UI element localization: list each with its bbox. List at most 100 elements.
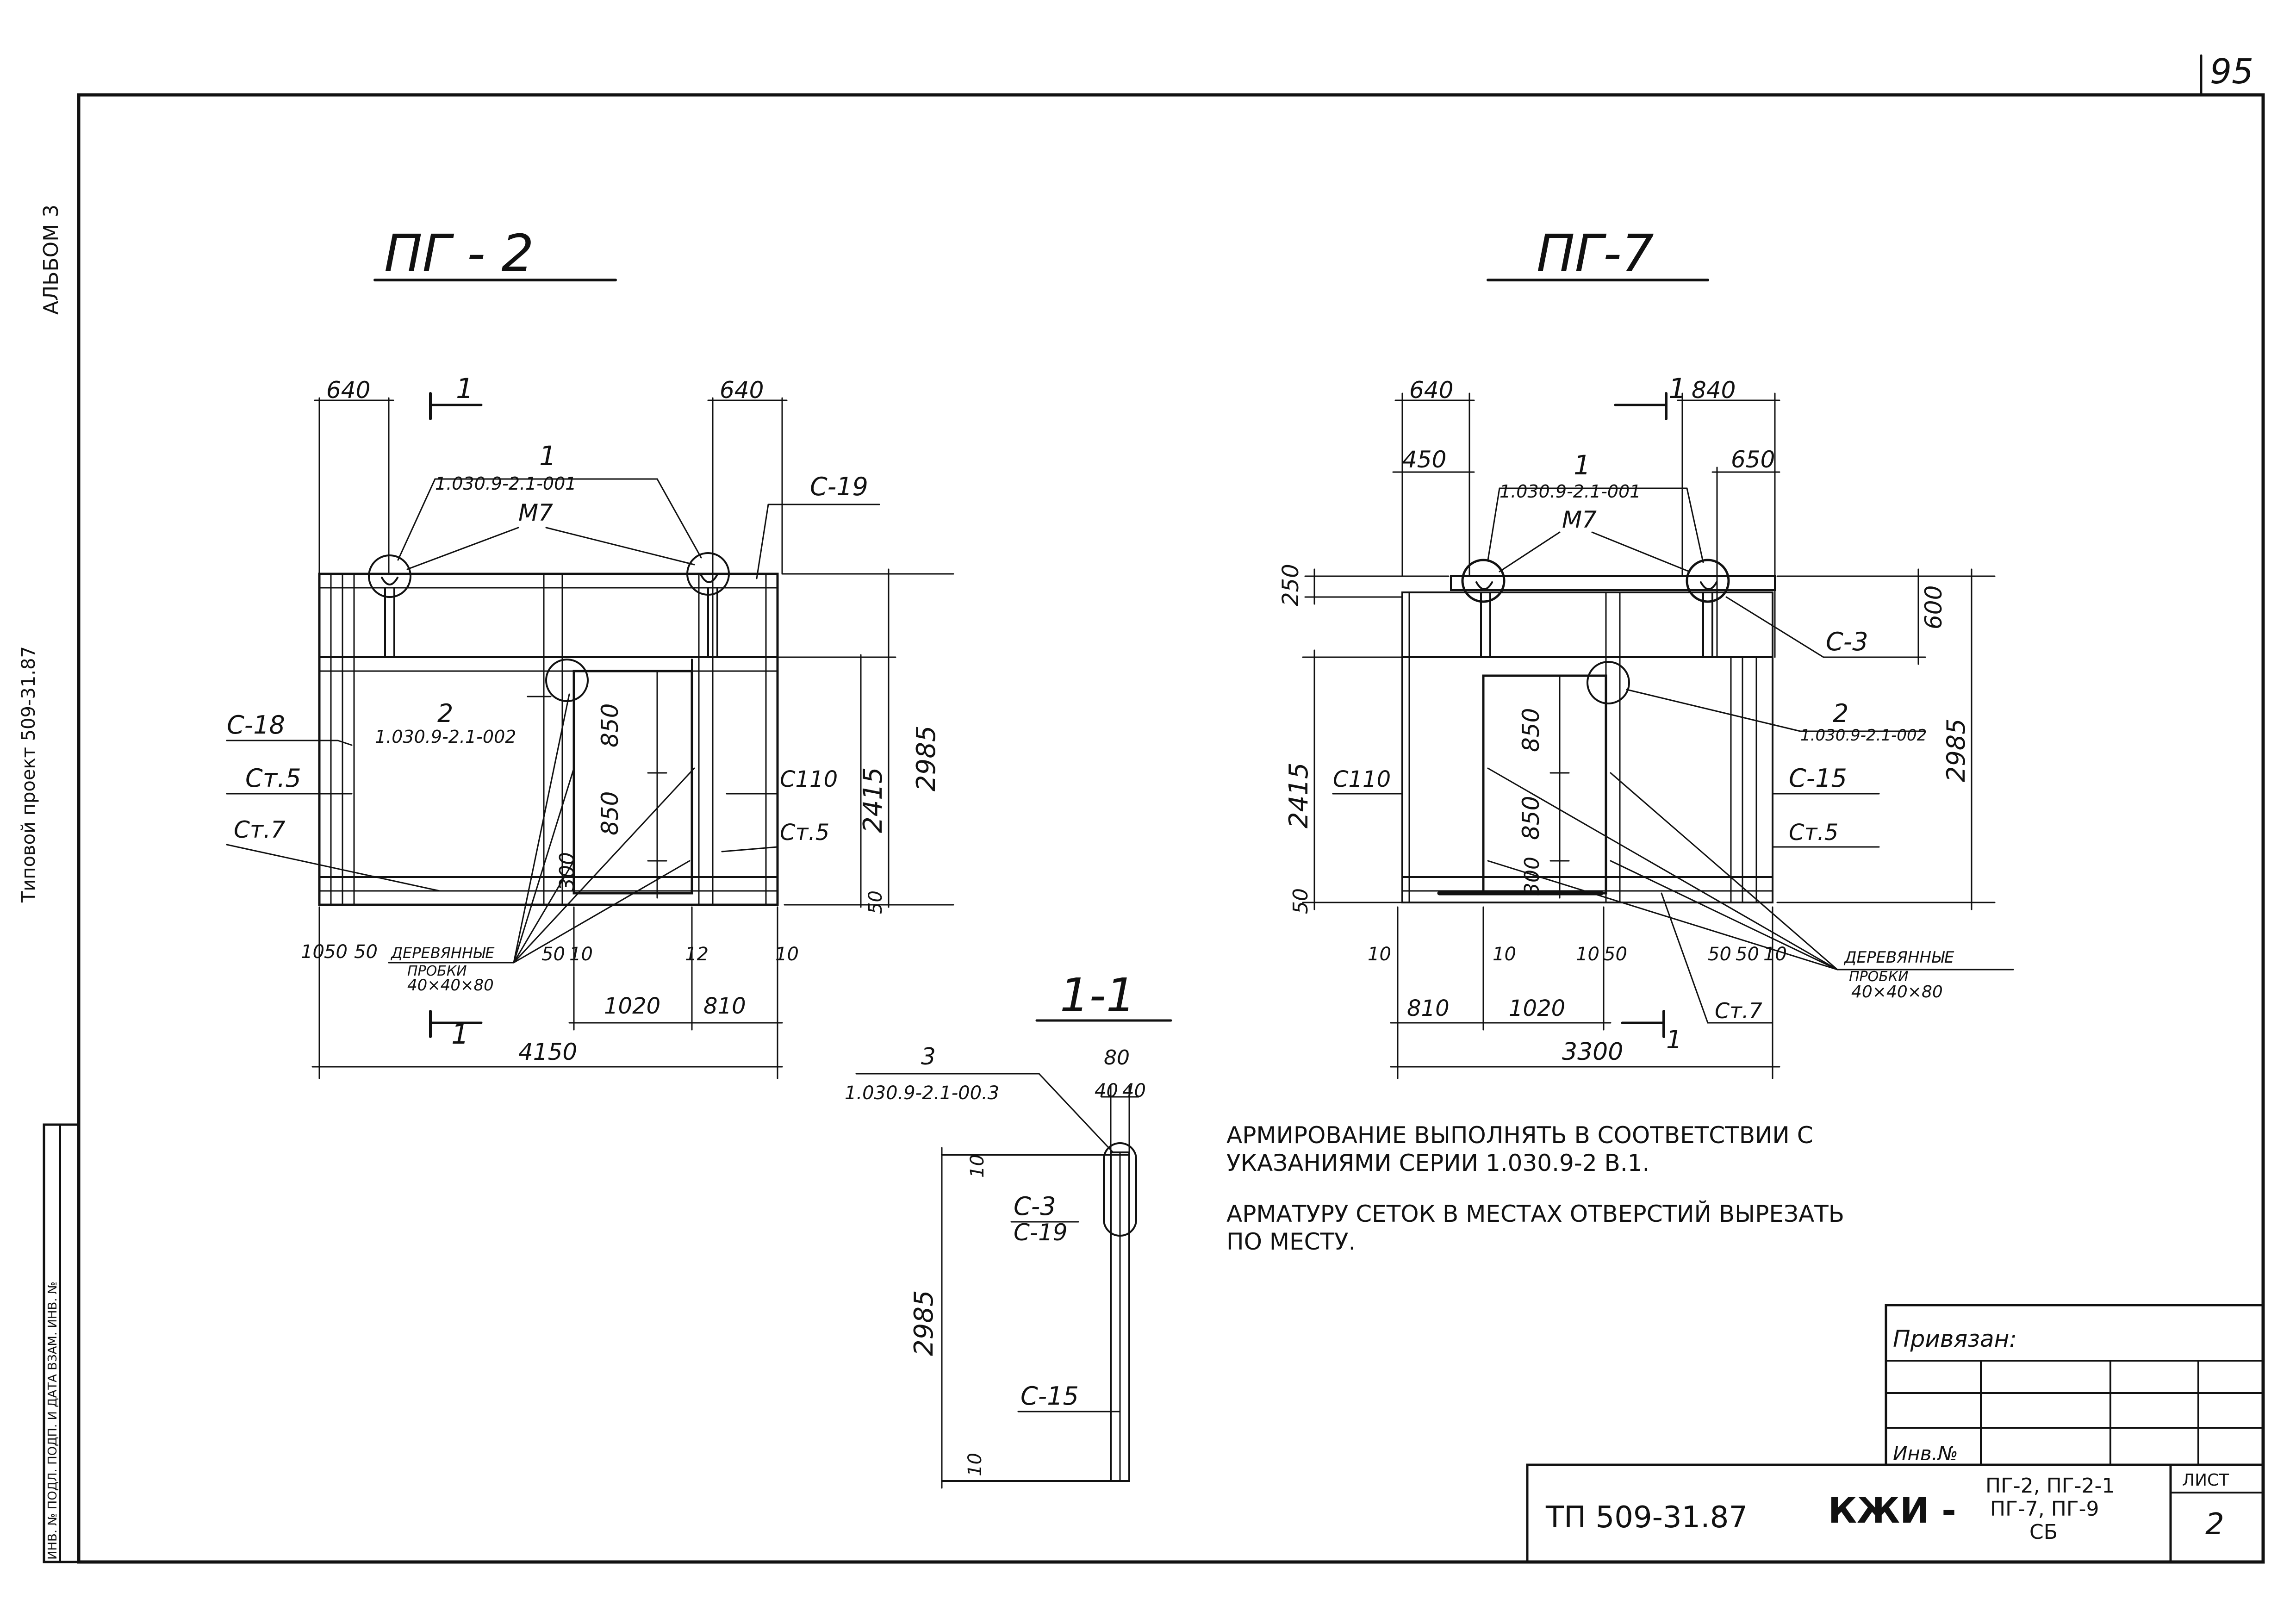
- sec11-dim-40b: 40: [1122, 1080, 1146, 1101]
- pg7-dim-bl1: 10: [1368, 944, 1391, 965]
- side-stamp-strip: [43, 1123, 80, 1563]
- side-stamp-text: ИНВ. № ПОДЛ. ПОДП. И ДАТА ВЗАМ. ИНВ. №: [46, 1282, 60, 1560]
- pg2-m7: М7: [518, 499, 553, 526]
- pg7-part2-code: 1.030.9-2.1-002: [1800, 726, 1927, 745]
- sheet-frame: [77, 54, 2265, 1564]
- pg2-dim-bl2: 50: [324, 941, 348, 963]
- pg2-ct7: Ст.7: [234, 816, 286, 843]
- pg7-dim-top-right: 840: [1692, 377, 1736, 404]
- pg2-dim-width: 4150: [518, 1039, 577, 1065]
- pg7-dim-bl2: 10: [1493, 944, 1516, 965]
- pg2-dim-v2: 850: [597, 791, 623, 835]
- pg2-section-mark-bottom: 1: [451, 1018, 469, 1051]
- page-number: 95: [2210, 52, 2253, 92]
- pg2-dim-v1: 850: [597, 703, 623, 747]
- pg7-dim-bl4: 50: [1604, 944, 1627, 965]
- side-strip-text: Типовой проект 509-31.87: [18, 646, 39, 903]
- pg2-part2-number: 2: [437, 699, 453, 728]
- pg2-dim-v3: 300: [555, 852, 579, 891]
- title-block: Привязан: Инв.№ ТП 509-31.87 КЖИ - ПГ-2,…: [1526, 1304, 2265, 1563]
- pg2-dim-bl4: 50: [541, 944, 565, 965]
- sec11-c3: С-3: [1014, 1192, 1056, 1221]
- pg2-part1-code: 1.030.9-2.1-001: [435, 473, 576, 494]
- pg7-dim-bl6: 50: [1736, 944, 1759, 965]
- pg2-title: ПГ - 2: [384, 224, 534, 283]
- pg7-dim-l450: 450: [1402, 446, 1446, 473]
- sec11-title: 1-1: [1060, 968, 1135, 1022]
- pg7-m7: М7: [1562, 506, 1597, 533]
- pg7-wood-1: ДЕРЕВЯННЫЕ: [1843, 948, 1954, 967]
- pg2-dim-bl1: 10: [301, 941, 324, 963]
- pg7-dim-bl5: 50: [1708, 944, 1731, 965]
- pg2-c19: С-19: [810, 472, 868, 501]
- pg7-panel: [1401, 559, 1776, 903]
- pg7-ct5: Ст.5: [1789, 820, 1838, 846]
- pg2-texts: 640 640 1 1 1.030.9-2.1-001 М7 С-19 С-18…: [227, 373, 941, 1065]
- stamp-project: ТП 509-31.87: [1545, 1500, 1748, 1535]
- pg7-dim-left: 810: [1407, 996, 1450, 1021]
- pg7-title: ПГ-7: [1537, 224, 1654, 283]
- sec11-part3-code: 1.030.9-2.1-00.3: [845, 1083, 999, 1104]
- note-line-4: ПО МЕСТУ.: [1226, 1228, 1356, 1255]
- pg2-c110: С110: [780, 766, 838, 792]
- pg7-dim-h600: 600: [1920, 585, 1947, 629]
- album-label: АЛЬБОМ 3: [39, 205, 63, 315]
- pg7-dim-v3: 300: [1520, 857, 1544, 896]
- pg2-dim-bl7: 10: [775, 944, 799, 965]
- pg7-dim-bl3: 10: [1576, 944, 1599, 965]
- sec11-texts: 3 1.030.9-2.1-00.3 80 40 40 10 С-3 С-19 …: [845, 1043, 1146, 1476]
- note-line-2: УКАЗАНИЯМИ СЕРИИ 1.030.9-2 В.1.: [1226, 1150, 1649, 1176]
- pg2-dim-bottom: 50: [865, 890, 886, 914]
- sec11-c15: С-15: [1020, 1381, 1079, 1411]
- pg7-dim-v1: 850: [1518, 708, 1544, 752]
- pg2-dim-top-right: 640: [720, 377, 764, 404]
- pg7-dim-inner-h: 2415: [1284, 762, 1314, 828]
- stamp-sheet-no: 2: [2205, 1507, 2224, 1542]
- note-line-3: АРМАТУРУ СЕТОК В МЕСТАХ ОТВЕРСТИЙ ВЫРЕЗА…: [1226, 1200, 1844, 1227]
- pg7-c3: С-3: [1826, 627, 1868, 656]
- pg2-dim-door: 1020: [604, 993, 660, 1019]
- pg7-part1-code: 1.030.9-2.1-001: [1500, 481, 1641, 502]
- pg7-part2-number: 2: [1833, 699, 1848, 728]
- pg7-part1-number: 1: [1574, 449, 1591, 481]
- stamp-elements-2: ПГ-7, ПГ-9: [1990, 1497, 2099, 1521]
- view-section-1-1: 1-1 3 1.030.9-2.1-00.3 80 40 40 10 С-3: [845, 968, 1172, 1489]
- pg2-part1-number: 1: [539, 440, 556, 472]
- pg7-dim-v2: 850: [1518, 796, 1544, 840]
- pg2-wood-1: ДЕРЕВЯННЫЕ: [390, 944, 495, 962]
- pg7-texts: 640 840 1 450 650 1 1.030.9-2.1-001 М7 2…: [1278, 373, 1971, 1066]
- pg7-dim-width: 3300: [1562, 1038, 1623, 1066]
- stamp-inv-label: Инв.№: [1893, 1442, 1958, 1465]
- pg7-c110: С110: [1333, 766, 1391, 792]
- pg7-dim-height: 2985: [1941, 719, 1971, 782]
- pg7-dim-top-left: 640: [1409, 377, 1453, 404]
- pg2-ct5-right: Ст.5: [780, 820, 829, 846]
- pg7-dim-h250: 250: [1278, 564, 1304, 606]
- view-pg7: ПГ-7: [1278, 224, 2014, 1079]
- pg2-wood-3: 40×40×80: [407, 976, 494, 995]
- note-line-1: АРМИРОВАНИЕ ВЫПОЛНЯТЬ В СООТВЕТСТВИИ С: [1226, 1122, 1813, 1149]
- pg7-section-mark: 1: [1668, 373, 1686, 405]
- pg7-wood-2: ПРОБКИ: [1849, 969, 1909, 985]
- notes: АРМИРОВАНИЕ ВЫПОЛНЯТЬ В СООТВЕТСТВИИ С У…: [1226, 1122, 1844, 1255]
- pg7-dim-r650: 650: [1731, 446, 1775, 473]
- sec11-part3-number: 3: [921, 1043, 936, 1070]
- pg7-dim-bottom: 50: [1289, 888, 1313, 914]
- pg2-dim-bl3: 50: [354, 941, 378, 963]
- pg2-part2-code: 1.030.9-2.1-002: [375, 727, 516, 747]
- pg2-dimensions: [311, 392, 954, 1079]
- pg7-ct7: Ст.7: [1715, 998, 1762, 1023]
- pg2-wood-2: ПРОБКИ: [407, 963, 467, 979]
- pg7-dimensions: [1302, 392, 1996, 1079]
- pg7-section-mark-bottom: 1: [1666, 1025, 1682, 1054]
- pg2-dim-inner-h: 2415: [858, 767, 888, 833]
- sec11-dim-bottom10: 10: [964, 1453, 986, 1476]
- pg7-c15: С-15: [1789, 764, 1847, 793]
- view-pg2: ПГ - 2: [226, 224, 954, 1079]
- pg2-section-mark: 1: [456, 373, 473, 405]
- pg7-wood-3: 40×40×80: [1851, 983, 1943, 1002]
- pg2-ct5: Ст.5: [245, 764, 301, 793]
- pg2-c18: С-18: [227, 710, 285, 740]
- pg2-dim-right: 810: [703, 993, 746, 1019]
